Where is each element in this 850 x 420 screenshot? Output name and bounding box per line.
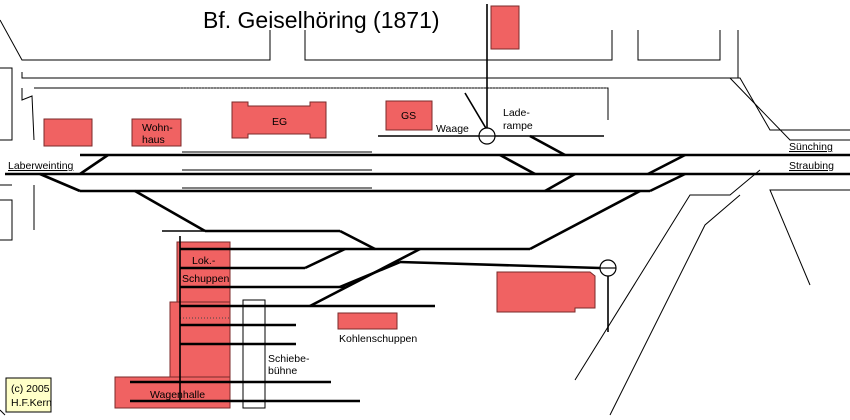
label-straubing: Straubing: [789, 160, 834, 172]
platforms: [182, 151, 372, 189]
credit-line-2: H.F.Kern: [11, 397, 52, 409]
diagram-title: Bf. Geiselhöring (1871): [203, 7, 440, 33]
street-outlines: [0, 19, 850, 416]
building-eg: [231, 101, 327, 139]
label-gs: GS: [401, 110, 416, 122]
label-laberweinting: Laberweinting: [8, 160, 74, 172]
building-wohnhaus: [131, 118, 182, 147]
track-network: [5, 4, 850, 403]
label-schiebebuehne-1: Schiebe-: [268, 353, 310, 365]
label-kohlenschuppen: Kohlenschuppen: [339, 333, 417, 345]
transfer-table: [242, 299, 266, 409]
building-kohlenschuppen: [337, 312, 398, 330]
label-laderampe-2: rampe: [503, 120, 533, 132]
credit-box: [5, 377, 52, 413]
label-laderampe-1: Lade-: [503, 107, 530, 119]
label-lokschuppen-1: Lok.-: [192, 255, 216, 267]
buildings: [43, 5, 596, 409]
label-wohnhaus-1: Wohn-: [142, 122, 173, 134]
building-lokschuppen-wing: [169, 301, 231, 378]
label-suenching: Sünching: [789, 141, 833, 153]
label-wohnhaus-2: haus: [142, 134, 165, 146]
label-wagenhalle: Wagenhalle: [150, 389, 205, 401]
label-waage: Waage: [436, 123, 469, 135]
label-eg: EG: [272, 116, 287, 128]
building-workshop: [496, 271, 596, 313]
label-schiebebuehne-2: bühne: [268, 365, 297, 377]
building-gs: [385, 100, 433, 131]
label-lokschuppen-2: Schuppen: [182, 273, 229, 285]
building-lokschuppen: [176, 241, 231, 303]
credit-line-1: (c) 2005: [11, 383, 50, 395]
building-top: [490, 5, 520, 50]
building-unnamed-west: [43, 118, 93, 147]
